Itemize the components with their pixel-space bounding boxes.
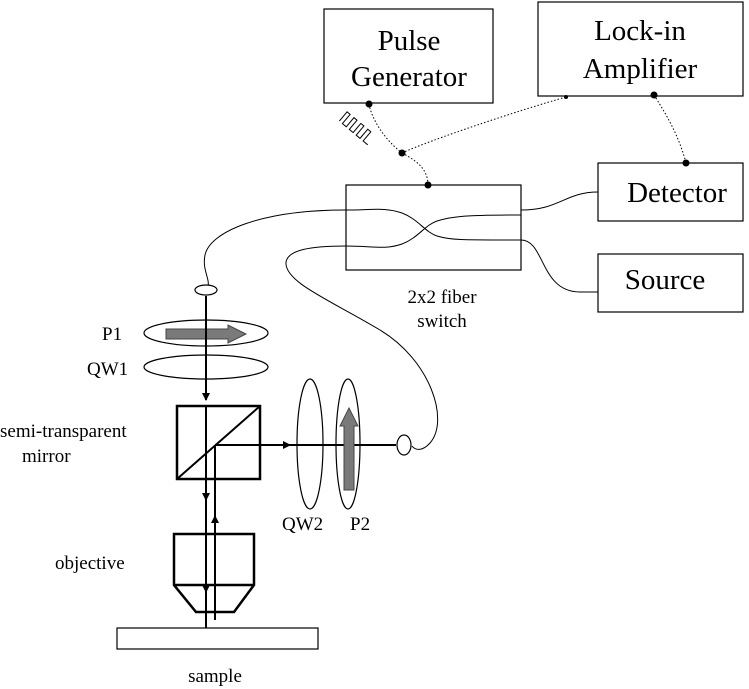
pulse-generator-label-line1: Pulse — [378, 25, 441, 57]
p2-label: P2 — [350, 514, 370, 535]
mirror-label-line1: semi-transparent — [0, 421, 127, 442]
wire-lockin-ref — [401, 96, 567, 154]
objective-lens — [172, 532, 256, 614]
lockin-amplifier-label-line1: Lock-in — [594, 15, 686, 47]
connection-dot — [398, 149, 406, 157]
input-collimator-lens — [194, 284, 218, 296]
p2-polarization-arrow — [339, 406, 359, 491]
polarizer-p2 — [335, 378, 361, 510]
pulse-generator-box: Pulse Generator — [323, 8, 494, 104]
switch-crossing-fiber-b — [345, 214, 522, 248]
output-collimator-lens — [396, 434, 412, 456]
detector-label: Detector — [627, 177, 727, 209]
wire-detector-signal — [653, 94, 687, 164]
connection-dot — [365, 100, 373, 108]
lockin-amplifier-label-line2: Amplifier — [583, 53, 698, 85]
lockin-amplifier-box: Lock-in Amplifier — [537, 1, 744, 97]
connection-dot — [424, 181, 432, 189]
fiber-to-source — [520, 239, 598, 293]
fiber-to-output-collimator — [285, 245, 439, 450]
fiber-switch: 2x2 fiber switch — [345, 184, 522, 332]
fiber-switch-label-line1: 2x2 fiber — [407, 287, 477, 308]
pulse-generator-label-line2: Generator — [351, 61, 467, 93]
p1-label: P1 — [102, 324, 122, 345]
fiber-to-input-collimator — [203, 209, 347, 288]
qw1-label: QW1 — [87, 359, 128, 380]
mirror-label-line2: mirror — [22, 446, 71, 467]
wire-switch-control — [401, 152, 429, 186]
fiber-to-detector — [520, 191, 599, 211]
source-label: Source — [625, 264, 706, 296]
quarter-wave-plate-qw2 — [296, 378, 324, 510]
wire-pulse-generator — [368, 103, 403, 154]
sample-slide — [116, 627, 319, 650]
source-box: Source — [597, 253, 744, 313]
connection-dot — [682, 159, 690, 167]
fiber-switch-label-line2: switch — [417, 311, 467, 332]
pulse-train-icon — [338, 111, 372, 146]
detector-box: Detector — [597, 162, 744, 222]
sample-label: sample — [188, 666, 242, 687]
objective-label: objective — [55, 553, 125, 574]
connection-dot — [650, 91, 658, 99]
qw2-label: QW2 — [282, 514, 323, 535]
connection-dot — [564, 95, 568, 99]
semi-transparent-mirror — [175, 404, 262, 481]
